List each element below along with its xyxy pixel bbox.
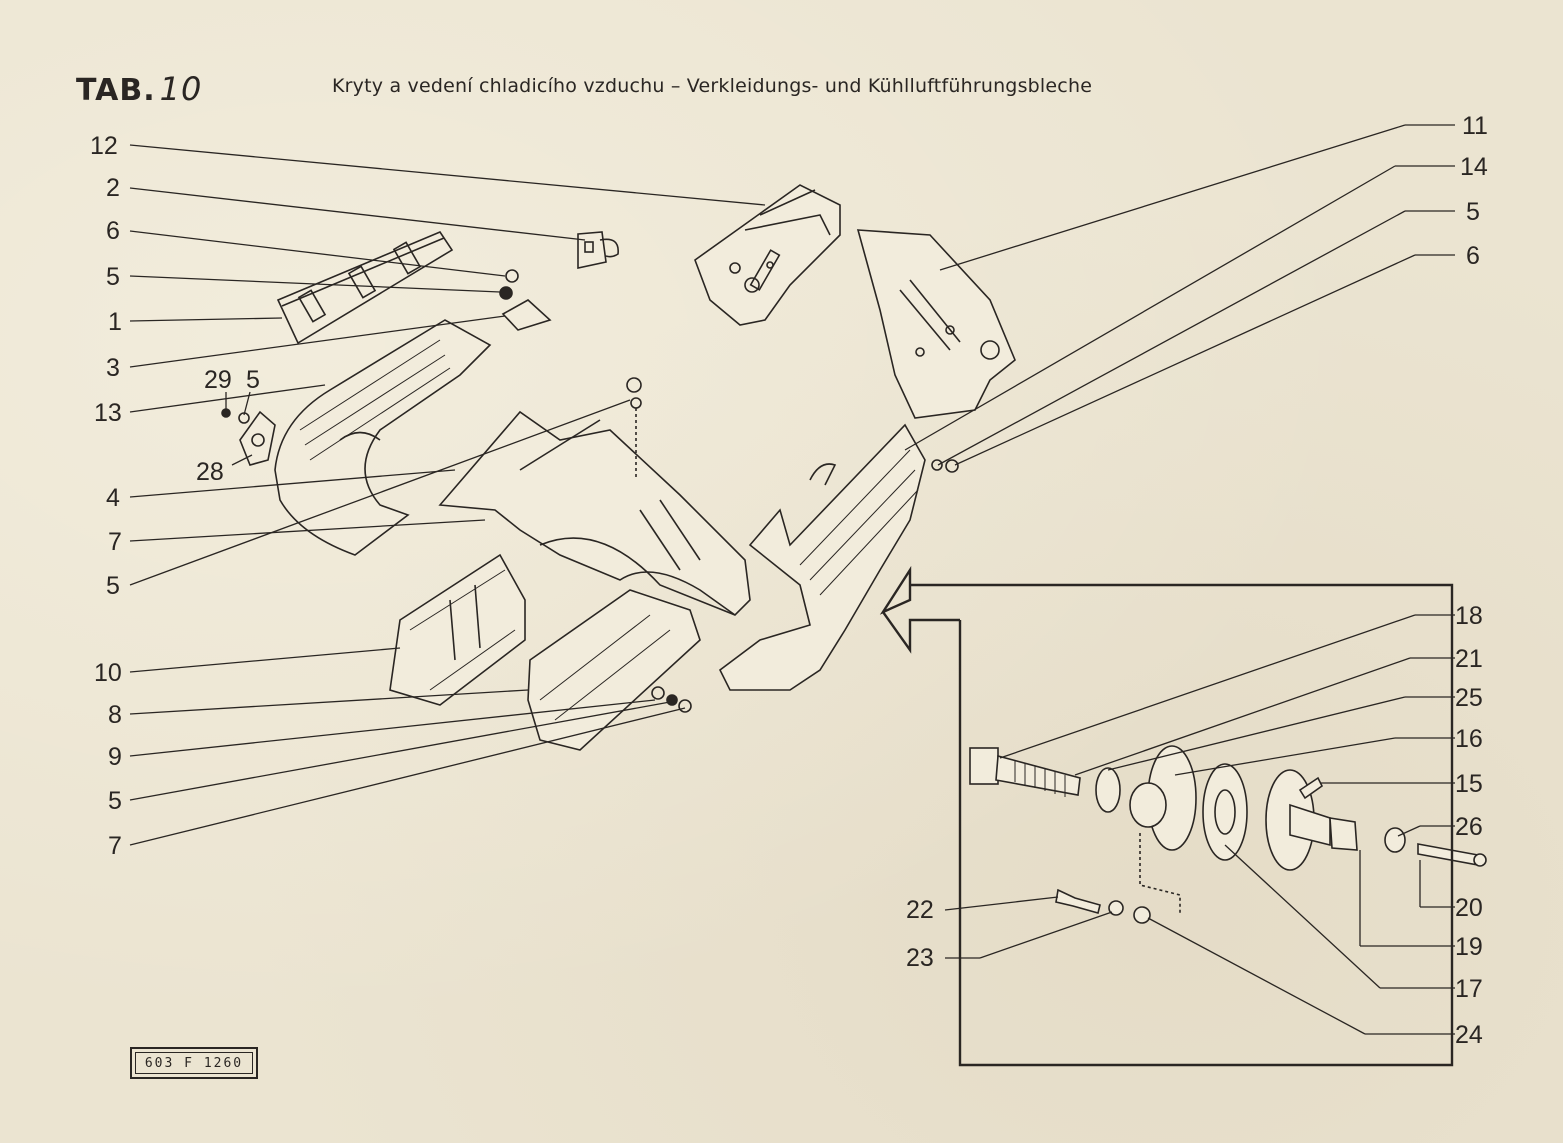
callout-22: 22 [906,896,934,924]
part-11-side-plate [856,229,1016,419]
callout-2: 2 [106,174,120,202]
assembly-inset-frame [879,565,1454,1067]
part-3-clip [501,299,552,331]
callout-20: 20 [1455,894,1483,922]
table-label: TAB.10 [76,70,202,108]
part-1-slotted-strip [276,231,454,345]
callout-17: 17 [1455,975,1483,1003]
callout-7b: 7 [108,832,122,860]
callout-1: 1 [108,308,122,336]
callout-21: 21 [1455,645,1483,673]
leader-lines [129,124,1455,1035]
callout-5b: 5 [106,572,120,600]
callout-23: 23 [906,944,934,972]
callout-10: 10 [94,659,122,687]
callout-5c: 5 [108,787,122,815]
callout-25: 25 [1455,684,1483,712]
parts-group [129,124,1487,1067]
callout-13: 13 [94,399,122,427]
callout-18: 18 [1455,602,1483,630]
table-number: 10 [159,70,203,108]
hub-assembly [969,745,1487,924]
part-13-upper-shroud [274,319,492,556]
callout-7: 7 [108,528,122,556]
part-14-right-shroud [718,423,959,691]
callout-11: 11 [1462,112,1488,140]
part-8-lower-cover [527,589,701,751]
screw-upper [499,269,519,300]
part-2-bracket [577,231,619,269]
callout-29: 29 [204,366,232,394]
callout-9: 9 [108,743,122,771]
part-10-lower-cover [389,553,526,706]
callout-14: 14 [1460,153,1488,181]
callout-5e: 5 [1466,198,1480,226]
callout-3: 3 [106,354,120,382]
callout-24: 24 [1455,1021,1483,1049]
callout-12: 12 [90,132,118,160]
callout-5d: 5 [246,366,260,394]
part-12-shroud-plate [694,184,841,326]
callout-5: 5 [106,263,120,291]
callout-26: 26 [1455,813,1483,841]
callout-6b: 6 [1466,242,1480,270]
part-28-grommet [221,408,276,466]
callout-6: 6 [106,217,120,245]
page-title: Kryty a vedení chladicího vzduchu – Verk… [332,75,1093,97]
callout-8: 8 [108,701,122,729]
callout-numbers: 12 2 6 5 1 3 13 4 7 5 10 8 9 5 7 29 5 28… [90,112,1488,1049]
table-prefix: TAB. [76,73,156,108]
callout-15: 15 [1455,770,1483,798]
callout-4: 4 [106,484,120,512]
callout-16: 16 [1455,725,1483,753]
part-4-central-shroud [438,377,751,617]
callout-28: 28 [196,458,224,486]
drawing-code-box: 603 F 1260 [130,1047,258,1079]
code-box-inner-border [135,1052,253,1074]
drawing-code: 603 F 1260 [144,1055,244,1071]
callout-19: 19 [1455,933,1483,961]
